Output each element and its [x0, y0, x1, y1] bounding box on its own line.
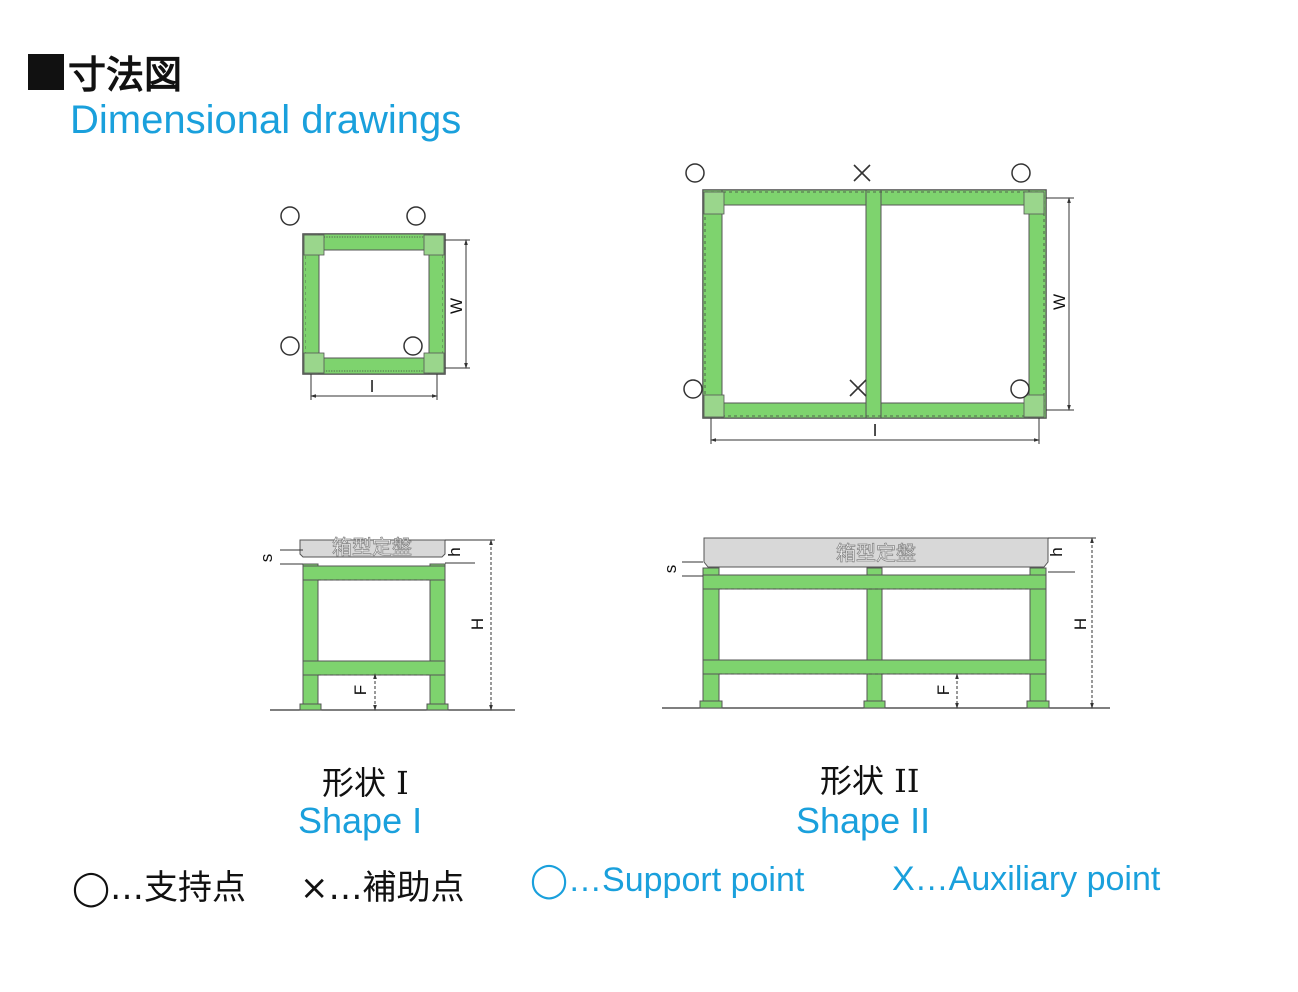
shape2-side-view: 箱型定盤 s h H F — [661, 537, 1110, 709]
shape1-plan-width-label: W — [447, 298, 466, 314]
shape2-h-label: h — [1047, 547, 1066, 556]
support-point-icon — [685, 163, 705, 183]
support-point-icon — [280, 336, 300, 356]
shape1-caption-jp: 形状 I — [322, 764, 409, 802]
support-point-icon — [403, 336, 423, 356]
shape2-plan-width-label: W — [1050, 294, 1069, 310]
page-title-en: Dimensional drawings — [70, 98, 462, 142]
shape2-plate-label: 箱型定盤 — [836, 541, 916, 565]
shape1-s-label: s — [257, 554, 276, 563]
black-square-icon — [28, 53, 64, 90]
support-point-icon — [1011, 163, 1031, 183]
shape1-plate-label: 箱型定盤 — [332, 535, 412, 559]
legend-auxiliary-en: X…Auxiliary point — [892, 860, 1161, 898]
shape2-H-label: H — [1071, 618, 1090, 630]
shape1-plan-length-label: l — [370, 377, 374, 396]
shape1-caption-en: Shape I — [298, 800, 423, 841]
support-point-icon — [683, 379, 703, 399]
auxiliary-point-icon — [853, 164, 871, 182]
shape2-plan-view: W l — [683, 163, 1074, 444]
auxiliary-point-icon — [849, 379, 867, 397]
legend-support-jp: ◯…支持点 — [72, 868, 247, 908]
page-title-jp-text: 寸法図 — [68, 53, 183, 97]
legend-support-en: ◯…Support point — [530, 861, 805, 899]
shape1-side-view: 箱型定盤 s h H F — [257, 535, 515, 711]
shape1-plan-view: W l — [280, 206, 470, 400]
support-point-icon — [280, 206, 300, 226]
legend-auxiliary-jp: ×…補助点 — [300, 868, 465, 908]
shape2-F-label: F — [934, 685, 953, 695]
shape1-F-label: F — [351, 685, 370, 695]
shape2-plan-length-label: l — [873, 421, 877, 440]
page-title-jp: 寸法図 — [28, 44, 182, 99]
support-point-icon — [406, 206, 426, 226]
shape1-h-label: h — [445, 547, 464, 556]
support-point-icon — [1010, 379, 1030, 399]
shape1-H-label: H — [468, 618, 487, 630]
shape2-caption-en: Shape II — [796, 800, 931, 841]
shape2-caption-jp: 形状 II — [820, 762, 920, 800]
shape2-s-label: s — [661, 565, 680, 574]
